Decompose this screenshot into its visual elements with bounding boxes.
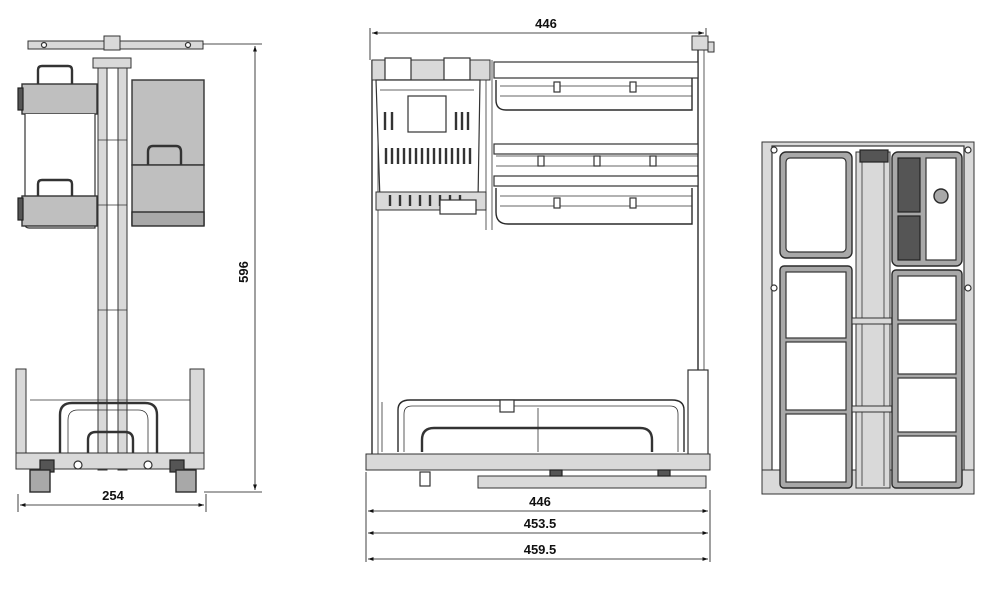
slide-rail: [477, 475, 707, 489]
dimension-bottom-3: 459.5: [524, 542, 557, 557]
front-shelf-top: [493, 61, 699, 111]
front-shelf-middle: [493, 143, 699, 167]
dimension-bottom-2: 453.5: [524, 516, 557, 531]
basket-lower: [15, 368, 205, 493]
side-view: 596 254: [15, 35, 262, 512]
basket-upper-right: [131, 79, 205, 227]
dimension-top-width: 446: [535, 16, 557, 31]
front-basket-bottom: [381, 369, 709, 457]
vertical-post: [97, 57, 108, 471]
front-shelf-lower: [493, 175, 699, 225]
basket-upper-left: [17, 64, 98, 229]
front-basket-left: [371, 57, 491, 215]
vertical-post: [117, 57, 128, 471]
top-view: [761, 141, 975, 495]
front-view: 446: [365, 16, 715, 562]
dimension-height: 596: [236, 261, 251, 283]
dimension-bottom-1: 446: [529, 494, 551, 509]
dimension-width: 254: [102, 488, 124, 503]
front-base: [365, 453, 711, 471]
